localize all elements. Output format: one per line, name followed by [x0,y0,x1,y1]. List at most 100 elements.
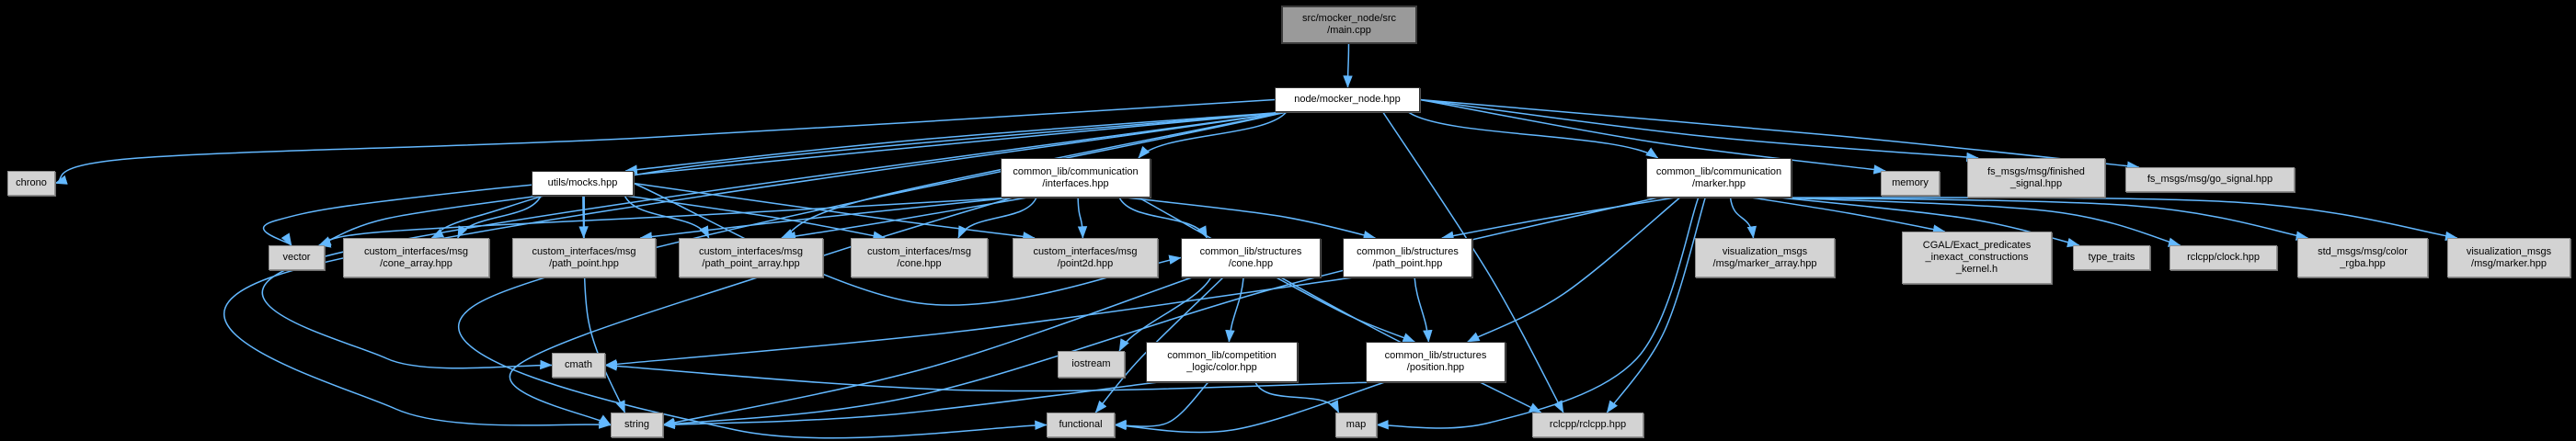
node-label-line: std_msgs/msg/color [2318,245,2408,257]
edge-mocker-string [223,111,1287,429]
node-label-line: type_traits [2088,252,2135,263]
edge-path_point_s-position [1414,277,1433,343]
edge-position-cmath [604,361,1378,392]
node-label-line: /cone_array.hpp [380,257,452,269]
node-label-line: /cone.hpp [897,257,942,269]
graph-node-point2d: custom_interfaces/msg/point2d.hpp [1013,238,1158,277]
node-label-line: common_lib/structures [1357,245,1459,257]
node-label-line: custom_interfaces/msg [363,245,469,257]
graph-node-map: map [1335,413,1377,437]
edge-mocks-vector [318,195,540,246]
node-label-line: /path_point.hpp [1372,257,1443,269]
edge-mocks-string [583,195,626,413]
node-label-line: _kernel.h [1955,264,1998,275]
graph-node-cgal: CGAL/Exact_predicates_inexact_constructi… [1902,232,2052,284]
node-label-line: common_lib/communication [1655,165,1782,177]
node-label-line: _logic/color.hpp [1186,362,1257,373]
edge-mocker-path_point_array [781,111,1287,239]
edge-marker-rclcpp [1606,197,1706,413]
graph-node-finished: fs_msgs/msg/finished_signal.hpp [1967,158,2105,198]
edge-mocker-cone_array [430,111,1287,239]
node-label-line: node/mocker_node.hpp [1294,94,1401,105]
node-label-line: /path_point.hpp [549,257,619,269]
node-label-line: /interfaces.hpp [1042,177,1109,189]
graph-node-cone_array: custom_interfaces/msg/cone_array.hpp [343,238,489,277]
graph-node-interfaces[interactable]: common_lib/communication/interfaces.hpp [1001,158,1151,198]
node-label-line: /position.hpp [1406,362,1465,373]
graph-node-go: fs_msgs/msg/go_signal.hpp [2125,167,2295,192]
edge-marker-marker_array [1729,197,1757,239]
edge-interfaces-path_point_s [1126,197,1377,241]
edge-mocker-memory [1419,98,1886,175]
edge-main-mocker [1343,43,1353,88]
edge-path_point_s-cmath [604,277,1354,369]
edge-mocks-cone_array [457,195,542,239]
edge-cone_s-color [1225,277,1244,343]
node-label-line: /path_point_array.hpp [702,257,800,269]
edge-mocker-marker [1407,111,1659,159]
graph-node-main: src/mocker_node/src/main.cpp [1281,6,1417,44]
node-label-line: custom_interfaces/msg [698,245,804,257]
graph-node-mocker[interactable]: node/mocker_node.hpp [1275,87,1420,112]
node-label-line: _signal.hpp [2009,177,2063,189]
node-label-line: /marker.hpp [1691,177,1746,189]
graph-node-rclcpp: rclcpp/rclcpp.hpp [1532,413,1643,437]
graph-node-marker_array: visualization_msgs/msg/marker_array.hpp [1695,238,1835,277]
graph-node-path_point_array: custom_interfaces/msg/path_point_array.h… [679,238,823,277]
node-label-line: map [1345,419,1367,430]
graph-node-marker[interactable]: common_lib/communication/marker.hpp [1646,158,1792,198]
edge-cone_s-string [662,277,1193,427]
node-label-line: visualization_msgs [1722,245,1808,257]
graph-node-cone_s[interactable]: common_lib/structures/cone.hpp [1181,238,1321,277]
graph-node-string: string [611,413,663,437]
node-label-line: memory [1892,177,1929,188]
graph-node-iostream: iostream [1058,351,1125,378]
edge-cone_s-iostream [1118,277,1212,352]
edge-interfaces-cone_msg [957,197,1037,239]
edge-marker-string [662,197,1658,429]
node-label-line: src/mocker_node/src [1301,13,1397,24]
graph-node-viz_marker: visualization_msgs/msg/marker.hpp [2447,238,2570,277]
node-label-line: vector [282,252,311,263]
edge-position-functional [1114,381,1385,434]
node-label-line: string [624,419,649,430]
graph-node-path_point_msg: custom_interfaces/msg/path_point.hpp [512,238,656,277]
edge-mocker-rclcpp [1382,111,1564,413]
graph-node-position[interactable]: common_lib/structures/position.hpp [1366,342,1506,382]
node-label-line: fs_msgs/msg/go_signal.hpp [2147,174,2273,185]
edge-marker-viz_marker [1780,197,2458,242]
graph-node-color[interactable]: common_lib/competition_logic/color.hpp [1146,342,1298,382]
node-label-line: /msg/marker_array.hpp [1712,257,1817,269]
node-label-line: _rgba.hpp [2340,257,2386,269]
edge-marker-position [1467,197,1681,343]
node-label-line: iostream [1071,358,1111,369]
edge-interfaces-path_point_msg [639,197,1013,242]
graph-node-type_traits: type_traits [2073,245,2150,270]
node-label-line: common_lib/structures [1384,350,1487,361]
edge-marker-cgal [1751,197,1946,234]
graph-node-cmath: cmath [552,353,605,378]
edge-mocker-chrono [54,98,1276,185]
node-label-line: /point2d.hpp [1057,257,1114,269]
node-label-line: /msg/marker.hpp [2471,257,2547,269]
graph-node-path_point_s[interactable]: common_lib/structures/path_point.hpp [1343,238,1472,277]
node-label-line: common_lib/structures [1199,245,1302,257]
edge-marker-map [1376,197,1700,430]
node-label-line: common_lib/communication [1013,165,1139,177]
node-label-line: /cone.hpp [1228,257,1274,269]
graph-node-chrono: chrono [7,171,55,196]
node-label-line: CGAL/Exact_predicates [1922,240,2032,251]
node-label-line: _inexact_constructions [1925,252,2029,263]
edge-color-map [1254,381,1340,413]
edge-interfaces-point2d [1077,197,1088,239]
graph-node-mocks[interactable]: utils/mocks.hpp [532,171,634,196]
node-label-line: custom_interfaces/msg [866,245,972,257]
edge-marker-color_rgba [1780,197,2309,241]
graph-node-functional: functional [1047,413,1115,437]
edge-mocker-mocks [624,111,1287,175]
node-label-line: common_lib/competition [1167,350,1277,361]
node-label-line: custom_interfaces/msg [1033,245,1138,257]
node-label-line: functional [1059,419,1103,430]
node-label-line: chrono [16,177,47,188]
edge-mocker-vector [262,111,1287,246]
